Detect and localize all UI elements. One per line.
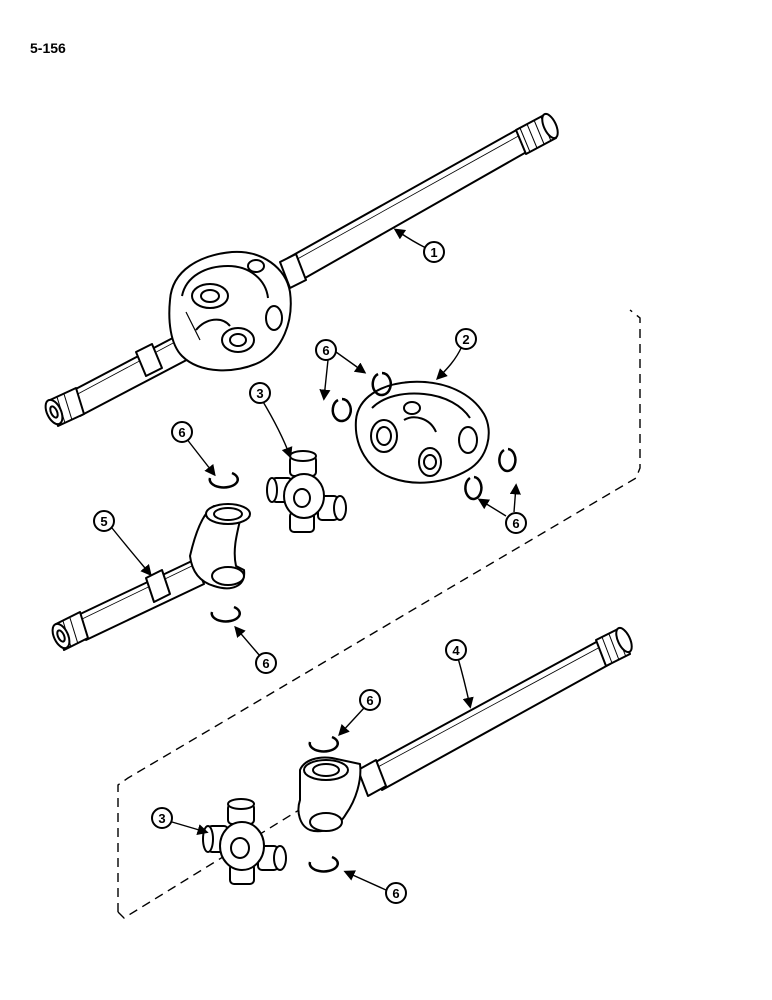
callout-3: 3 bbox=[158, 811, 165, 826]
inner-axle-shaft-5 bbox=[51, 503, 251, 651]
page-number: 5-156 bbox=[30, 40, 66, 56]
callout-6: 6 bbox=[366, 693, 373, 708]
callout-circles bbox=[93, 241, 527, 904]
snap-ring bbox=[498, 447, 517, 473]
callout-6: 6 bbox=[392, 886, 399, 901]
dashed-group-outline bbox=[117, 309, 641, 912]
snap-ring bbox=[210, 605, 241, 623]
callout-3: 3 bbox=[256, 386, 263, 401]
snap-ring bbox=[464, 475, 483, 501]
callout-2: 2 bbox=[462, 332, 469, 347]
axle-shaft-assembly-1 bbox=[44, 112, 559, 427]
callout-6: 6 bbox=[178, 425, 185, 440]
callout-6: 6 bbox=[262, 656, 269, 671]
callout-6: 6 bbox=[512, 516, 519, 531]
callout-5: 5 bbox=[100, 514, 107, 529]
snap-ring bbox=[331, 397, 352, 423]
snap-ring bbox=[371, 371, 392, 397]
universal-joint-cross-3-lower bbox=[202, 798, 287, 885]
snap-ring bbox=[208, 471, 239, 489]
snap-ring bbox=[308, 855, 339, 873]
snap-rings-6 bbox=[208, 371, 517, 873]
callout-4: 4 bbox=[452, 643, 460, 658]
leader-lines bbox=[111, 228, 521, 891]
outer-axle-shaft-4 bbox=[297, 626, 633, 833]
callout-labels: 1 2 6 3 6 6 5 6 4 6 3 6 bbox=[100, 245, 519, 901]
callout-1: 1 bbox=[430, 245, 437, 260]
universal-joint-cross-3-upper bbox=[266, 450, 347, 533]
coupling-yoke-housing-2 bbox=[354, 380, 490, 484]
callout-6: 6 bbox=[322, 343, 329, 358]
snap-ring bbox=[308, 735, 339, 753]
